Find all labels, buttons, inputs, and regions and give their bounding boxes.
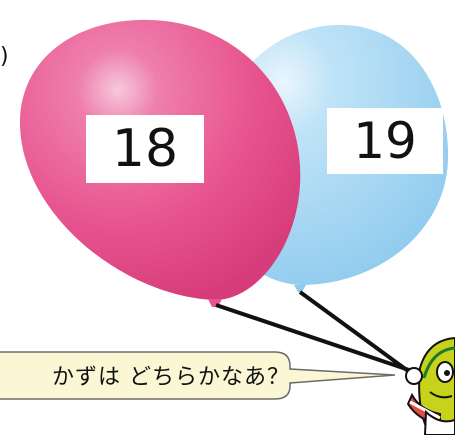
balloon-19-number: 19 bbox=[327, 108, 443, 174]
balloon-18-number: 18 bbox=[86, 115, 204, 183]
mascot-character-icon bbox=[405, 336, 455, 435]
balloon-18-string bbox=[215, 303, 416, 374]
speech-bubble bbox=[0, 351, 396, 400]
partial-parenthesis: ) bbox=[0, 44, 9, 69]
speech-bubble-text: かずは どちらかなあ？ bbox=[52, 365, 290, 390]
balloon-19-string bbox=[298, 290, 417, 378]
